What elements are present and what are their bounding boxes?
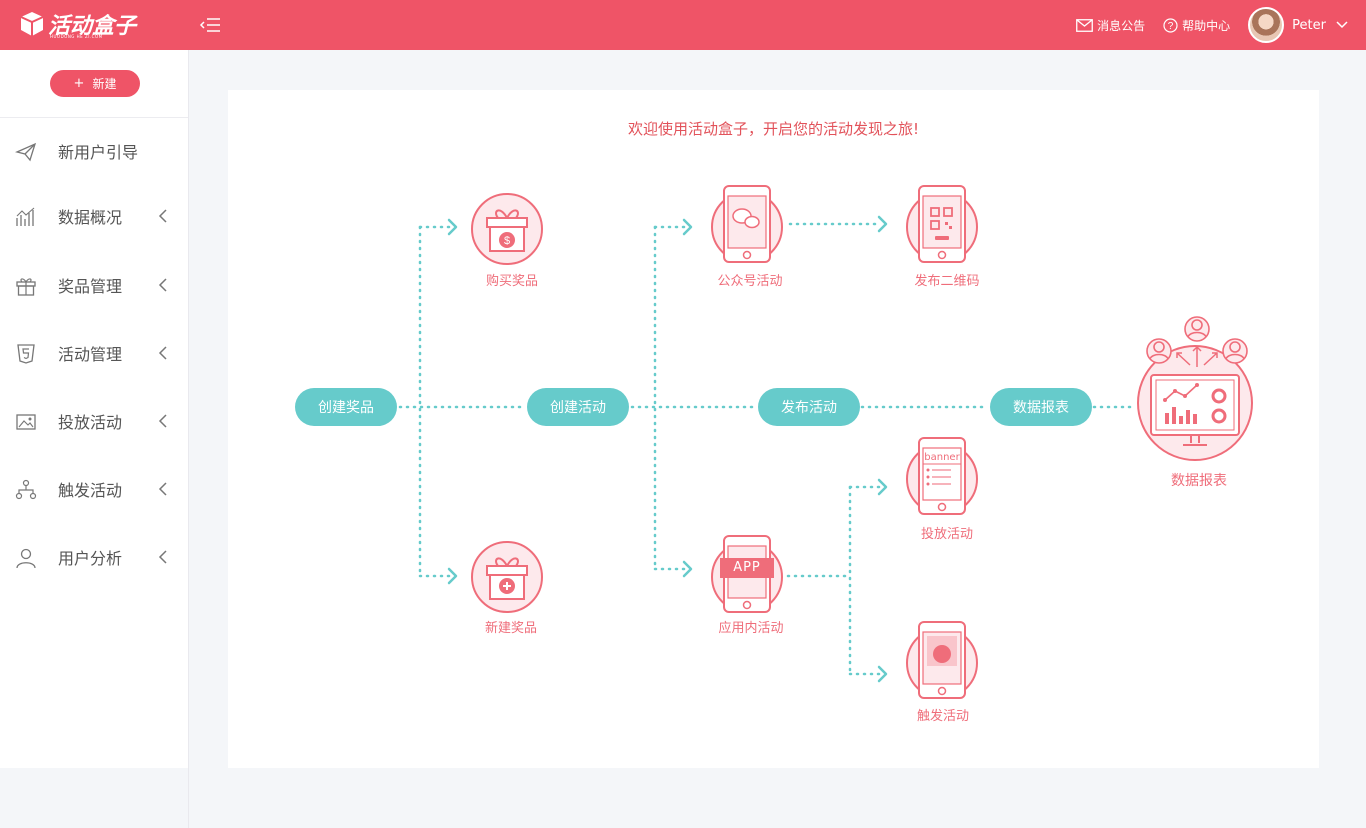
chevron-left-icon: [158, 550, 167, 564]
app-badge: APP: [733, 560, 761, 575]
in-app-activity-label: 应用内活动: [718, 621, 784, 636]
image-icon: [16, 414, 36, 430]
sidebar-item-user-guide[interactable]: 新用户引导: [0, 131, 189, 171]
new-prize-label: 新建奖品: [484, 621, 537, 636]
flow-icon: [15, 479, 37, 500]
chevron-left-icon: [158, 482, 167, 496]
trigger-phone-icon[interactable]: [905, 620, 979, 702]
avatar: [1248, 7, 1285, 43]
sidebar-footer: [0, 768, 189, 828]
data-report-label: 数据报表: [1171, 473, 1227, 489]
chart-icon: [16, 207, 35, 226]
username: Peter: [1292, 17, 1326, 33]
new-button[interactable]: + 新建: [50, 70, 140, 97]
logo-subtext: HUODONG HE ZI.COM: [50, 34, 103, 39]
svg-text:?: ?: [1168, 21, 1174, 32]
chevron-left-icon: [158, 278, 167, 292]
welcome-panel: 欢迎使用活动盒子，开启您的活动发现之旅!: [228, 90, 1319, 768]
help-icon: ?: [1163, 17, 1178, 33]
data-report-button[interactable]: 数据报表: [990, 388, 1092, 426]
buy-prize-gift-icon[interactable]: $: [470, 192, 544, 266]
buy-prize-label: 购买奖品: [485, 274, 538, 289]
sidebar-item-label: 数据概况: [58, 208, 123, 227]
trigger-activity-label: 触发活动: [916, 709, 969, 724]
create-prize-button[interactable]: 创建奖品: [295, 388, 397, 426]
sidebar: + 新建 新用户引导 数据概况 奖品管理 活动管理: [0, 50, 189, 768]
logo[interactable]: 活动盒子 HUODONG HE ZI.COM: [20, 8, 136, 40]
publish-qrcode-label: 发布二维码: [914, 274, 980, 289]
logo-text: 活动盒子: [48, 14, 137, 39]
top-bar: 活动盒子 HUODONG HE ZI.COM 消息公告 ? 帮助中心: [0, 0, 1366, 50]
banner-phone-icon[interactable]: [905, 436, 979, 518]
sidebar-item-label: 触发活动: [58, 481, 123, 500]
svg-text:$: $: [504, 235, 510, 247]
collapse-menu-icon[interactable]: [198, 14, 222, 36]
messages-label: 消息公告: [1097, 18, 1146, 33]
user-icon: [16, 548, 36, 569]
sidebar-item-label: 奖品管理: [58, 277, 123, 296]
new-button-label: 新建: [92, 77, 117, 91]
new-prize-gift-icon[interactable]: [470, 540, 544, 614]
data-report-monitor-icon[interactable]: [1135, 315, 1255, 463]
box-logo-icon: [20, 12, 44, 36]
wechat-activity-label: 公众号活动: [717, 274, 783, 289]
help-label: 帮助中心: [1182, 18, 1231, 33]
sidebar-item-place-activity[interactable]: 投放活动: [0, 401, 189, 441]
place-activity-label: 投放活动: [920, 527, 973, 542]
flow-connectors: [398, 215, 1135, 683]
chevron-left-icon: [158, 209, 167, 223]
gift-icon: [16, 278, 36, 296]
publish-activity-button[interactable]: 发布活动: [758, 388, 860, 426]
user-menu[interactable]: Peter: [1248, 7, 1348, 43]
mail-icon: [1076, 18, 1094, 32]
sidebar-item-label: 投放活动: [58, 413, 123, 432]
qrcode-phone-icon[interactable]: [905, 184, 979, 266]
sidebar-item-label: 活动管理: [58, 345, 123, 364]
sidebar-item-user-analysis[interactable]: 用户分析: [0, 537, 189, 577]
help-link[interactable]: ? 帮助中心: [1163, 17, 1230, 34]
paper-plane-icon: [15, 142, 37, 162]
sidebar-item-trigger-activity[interactable]: 触发活动: [0, 469, 189, 509]
chevron-down-icon: [1336, 21, 1348, 29]
sidebar-item-prize-management[interactable]: 奖品管理: [0, 265, 189, 305]
wechat-phone-icon[interactable]: [710, 184, 784, 266]
plus-icon: +: [73, 76, 85, 91]
banner-text: banner: [924, 452, 960, 463]
welcome-title: 欢迎使用活动盒子，开启您的活动发现之旅!: [627, 120, 919, 138]
create-activity-button[interactable]: 创建活动: [527, 388, 629, 426]
app-phone-icon[interactable]: [710, 534, 784, 616]
sidebar-item-data-overview[interactable]: 数据概况: [0, 196, 189, 236]
chevron-left-icon: [158, 414, 167, 428]
sidebar-item-label: 新用户引导: [58, 143, 139, 162]
messages-link[interactable]: 消息公告: [1076, 17, 1145, 34]
sidebar-item-activity-management[interactable]: 活动管理: [0, 333, 189, 373]
sidebar-item-label: 用户分析: [58, 549, 123, 568]
html5-icon: [17, 344, 35, 364]
chevron-left-icon: [158, 346, 167, 360]
